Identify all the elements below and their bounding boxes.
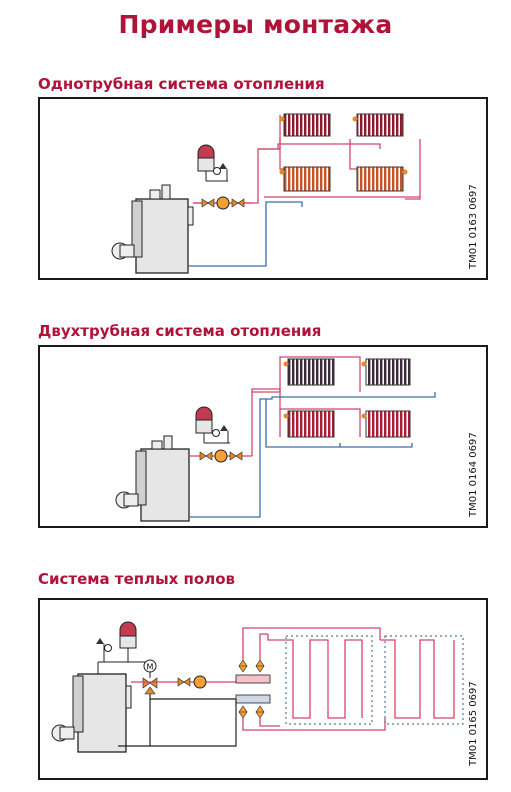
two-pipe-diagram-svg bbox=[115, 356, 436, 522]
pump-group bbox=[189, 449, 252, 463]
radiator-top-right bbox=[361, 358, 411, 386]
floor-heating-loops bbox=[242, 627, 464, 731]
motor-label: M bbox=[147, 663, 154, 672]
drawing-code: TM01 0165 0697 bbox=[468, 681, 479, 766]
motorised-mixing-valve: M bbox=[142, 659, 158, 695]
section-heading-single-pipe: Однотрубная система отопления bbox=[38, 75, 325, 93]
manifold-return bbox=[235, 694, 271, 719]
section-heading-floor-heating: Система теплых полов bbox=[38, 570, 236, 588]
diagram-single-pipe: TM01 0163 0697 bbox=[38, 97, 488, 280]
floor-heating-diagram-svg: M bbox=[51, 621, 464, 753]
radiator-top-left bbox=[279, 113, 331, 137]
radiator-top-left bbox=[283, 358, 335, 386]
radiator-bottom-left bbox=[279, 166, 331, 192]
boiler bbox=[115, 435, 190, 522]
radiator-bottom-right bbox=[361, 410, 411, 438]
safety-group-icon bbox=[96, 638, 112, 662]
boiler bbox=[51, 673, 132, 753]
radiator-bottom-right bbox=[356, 166, 408, 192]
expansion-tank bbox=[197, 144, 228, 182]
expansion-tank bbox=[97, 621, 150, 674]
radiator-top-right bbox=[352, 113, 404, 137]
expansion-tank bbox=[195, 406, 230, 444]
pump-group bbox=[193, 196, 252, 210]
manifold-supply bbox=[235, 659, 271, 684]
page-title: Примеры монтажа bbox=[118, 10, 393, 39]
diagram-floor-heating: M bbox=[38, 598, 488, 780]
safety-group-icon bbox=[213, 163, 228, 181]
single-pipe-diagram-svg bbox=[111, 113, 421, 274]
drawing-code: TM01 0164 0697 bbox=[468, 432, 479, 517]
drawing-code: TM01 0163 0697 bbox=[468, 184, 479, 269]
radiator-bottom-left bbox=[283, 410, 335, 438]
section-heading-two-pipe: Двухтрубная система отопления bbox=[38, 322, 322, 340]
safety-group-icon bbox=[212, 425, 229, 443]
diagram-two-pipe: TM01 0164 0697 bbox=[38, 345, 488, 528]
boiler bbox=[111, 184, 194, 274]
